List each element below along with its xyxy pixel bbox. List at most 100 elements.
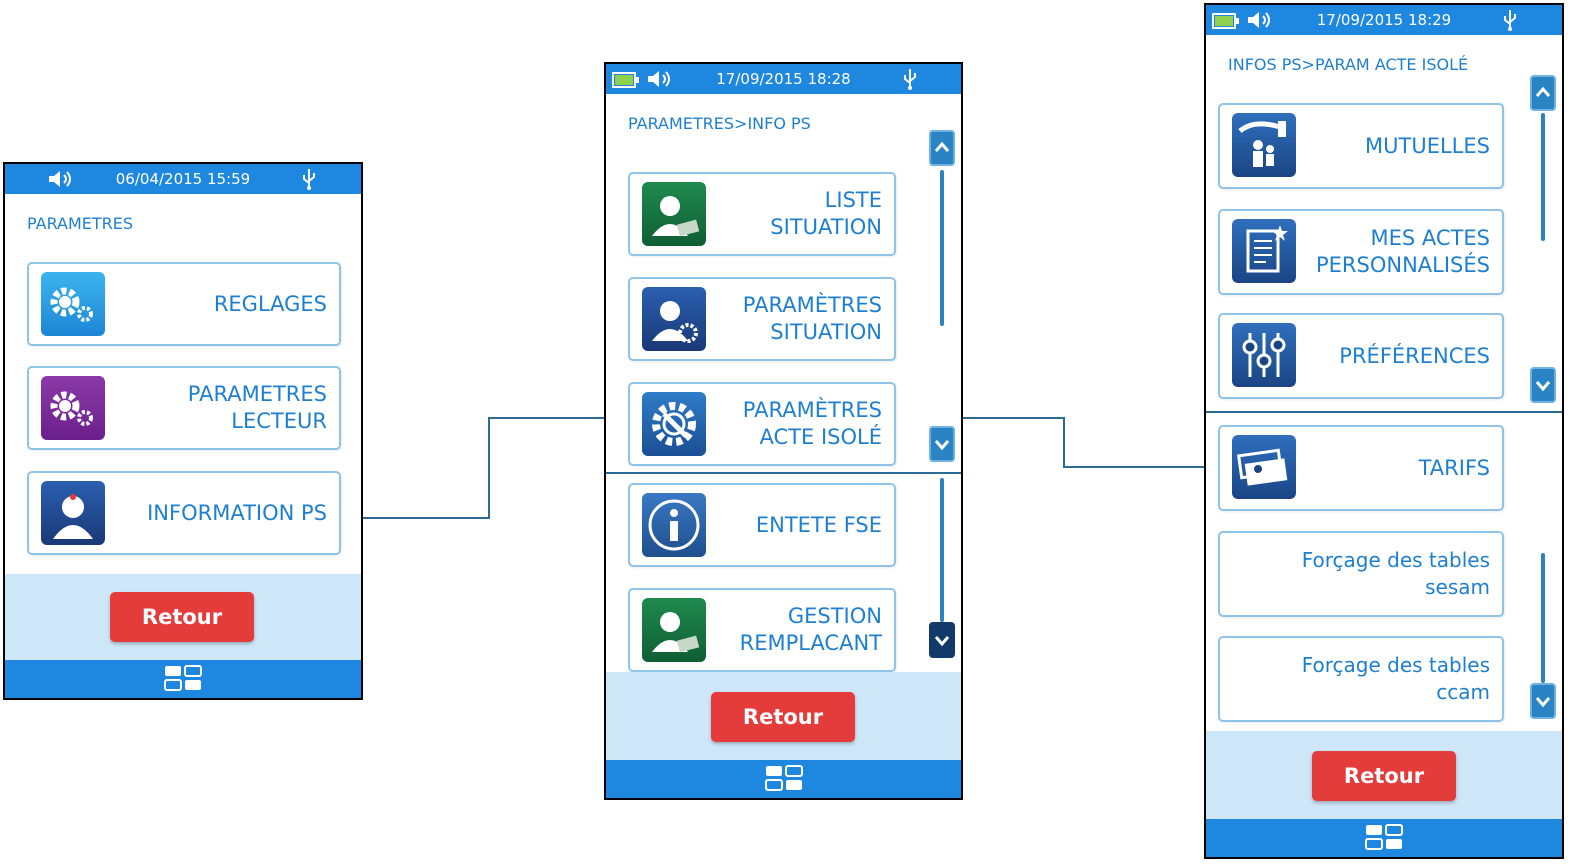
screen-param-acte-isole: 17/09/2015 18:29 INFOS PS>PARAM ACTE ISO… — [1204, 3, 1564, 859]
item-label-line2: REMPLACANT — [739, 631, 882, 655]
home-icon[interactable] — [1364, 823, 1404, 853]
menu-item-preferences[interactable]: PRÉFÉRENCES — [1218, 313, 1504, 399]
item-label-line2: ccam — [1436, 680, 1490, 704]
connector-line-1 — [340, 417, 626, 519]
status-bar: 06/04/2015 15:59 — [5, 164, 361, 194]
document-icon — [1232, 219, 1296, 283]
status-datetime: 17/09/2015 18:29 — [1316, 11, 1452, 29]
page-divider — [606, 472, 961, 474]
scroll-up-button[interactable] — [929, 130, 955, 166]
item-label: INFORMATION PS — [147, 500, 327, 525]
menu-item-mes-actes-personnalises[interactable]: MES ACTES PERSONNALISÉS — [1218, 209, 1504, 295]
battery-icon — [1212, 13, 1239, 29]
chevron-up-icon — [1535, 86, 1551, 97]
scroll-down-button[interactable] — [1530, 683, 1556, 719]
bottom-nav — [606, 760, 961, 798]
menu-item-information-ps[interactable]: INFORMATION PS — [27, 471, 341, 555]
person-icon — [642, 598, 706, 662]
menu-item-tarifs[interactable]: TARIFS — [1218, 425, 1504, 511]
back-button[interactable]: Retour — [711, 692, 855, 742]
item-label-line2: sesam — [1425, 575, 1490, 599]
menu-item-forcage-tables-sesam[interactable]: Forçage des tables sesam — [1218, 531, 1504, 617]
breadcrumb: PARAMETRES — [27, 214, 134, 233]
item-label-line1: PARAMÈTRES — [742, 398, 882, 422]
item-label-line2: SITUATION — [770, 215, 882, 239]
item-label-line1: Forçage des tables — [1301, 548, 1490, 572]
chevron-down-icon — [934, 440, 950, 451]
person-gear-icon — [642, 287, 706, 351]
menu-item-gestion-remplacant[interactable]: GESTION REMPLACANT — [628, 588, 896, 672]
item-label-line1: Forçage des tables — [1301, 653, 1490, 677]
connector-line-2 — [898, 417, 1217, 468]
menu-item-mutuelles[interactable]: MUTUELLES — [1218, 103, 1504, 189]
scrollbar-track[interactable] — [940, 170, 944, 326]
footer: Retour — [1206, 731, 1562, 821]
usb-icon — [303, 169, 315, 190]
scrollbar-track[interactable] — [940, 478, 944, 622]
item-label-line1: GESTION — [787, 604, 882, 628]
scroll-down-button[interactable] — [1530, 367, 1556, 403]
item-label: REGLAGES — [213, 291, 327, 316]
speaker-icon — [49, 171, 71, 187]
item-label: PRÉFÉRENCES — [1339, 343, 1490, 368]
chevron-down-icon — [1535, 381, 1551, 392]
speaker-icon — [1248, 12, 1270, 28]
menu-item-parametres-lecteur[interactable]: PARAMETRES LECTEUR — [27, 366, 341, 450]
item-label-line2: LECTEUR — [231, 409, 327, 433]
mutual-icon — [1232, 113, 1296, 177]
scroll-down-button[interactable] — [929, 622, 955, 658]
back-button[interactable]: Retour — [1312, 751, 1456, 801]
menu-item-parametres-situation[interactable]: PARAMÈTRES SITUATION — [628, 277, 896, 361]
gear-icon — [41, 272, 105, 336]
menu-item-reglages[interactable]: REGLAGES — [27, 262, 341, 346]
usb-icon — [904, 69, 916, 90]
breadcrumb: INFOS PS>PARAM ACTE ISOLÉ — [1228, 55, 1469, 74]
gear-icon — [41, 376, 105, 440]
item-label: ENTETE FSE — [755, 512, 882, 537]
usb-icon — [1504, 10, 1516, 31]
status-bar: 17/09/2015 18:28 — [606, 64, 961, 94]
banknote-icon — [1232, 435, 1296, 499]
battery-icon — [612, 72, 639, 88]
screen-parametres: 06/04/2015 15:59 PARAMETRES REGLAGES — [3, 162, 363, 700]
scroll-up-button[interactable] — [1530, 75, 1556, 111]
speaker-icon — [648, 71, 670, 87]
scrollbar-track[interactable] — [1541, 553, 1545, 683]
scroll-down-button[interactable] — [929, 426, 955, 462]
sliders-icon — [1232, 323, 1296, 387]
item-label-line2: PERSONNALISÉS — [1316, 253, 1490, 277]
person-icon — [41, 481, 105, 545]
item-label-line1: PARAMÈTRES — [742, 293, 882, 317]
menu-item-liste-situation[interactable]: LISTE SITUATION — [628, 172, 896, 256]
info-icon — [642, 493, 706, 557]
status-datetime: 17/09/2015 18:28 — [716, 70, 851, 88]
bottom-nav — [1206, 819, 1562, 857]
chevron-down-icon — [1535, 697, 1551, 708]
menu-item-forcage-tables-ccam[interactable]: Forçage des tables ccam — [1218, 636, 1504, 722]
scrollbar-track[interactable] — [1541, 113, 1545, 241]
home-icon[interactable] — [163, 664, 203, 694]
item-label-line2: ACTE ISOLÉ — [759, 425, 882, 449]
menu-item-parametres-acte-isole[interactable]: PARAMÈTRES ACTE ISOLÉ — [628, 382, 896, 466]
item-label-line2: SITUATION — [770, 320, 882, 344]
item-label-line1: LISTE — [824, 188, 882, 212]
status-bar: 17/09/2015 18:29 — [1206, 5, 1562, 35]
footer: Retour — [5, 574, 361, 662]
back-button[interactable]: Retour — [110, 592, 254, 642]
wrench-gear-icon — [642, 392, 706, 456]
item-label: MUTUELLES — [1365, 133, 1490, 158]
item-label-line1: MES ACTES — [1370, 226, 1490, 250]
menu-item-entete-fse[interactable]: ENTETE FSE — [628, 483, 896, 567]
item-label-line1: PARAMETRES — [187, 382, 327, 406]
page-divider — [1206, 411, 1562, 413]
chevron-down-icon — [934, 636, 950, 647]
breadcrumb: PARAMETRES>INFO PS — [628, 114, 811, 133]
bottom-nav — [5, 660, 361, 698]
footer: Retour — [606, 672, 961, 760]
item-label: TARIFS — [1418, 455, 1490, 480]
screen-info-ps: 17/09/2015 18:28 PARAMETRES>INFO PS — [604, 62, 963, 800]
person-icon — [642, 182, 706, 246]
status-datetime: 06/04/2015 15:59 — [115, 170, 251, 188]
home-icon[interactable] — [764, 764, 804, 794]
chevron-up-icon — [934, 141, 950, 152]
